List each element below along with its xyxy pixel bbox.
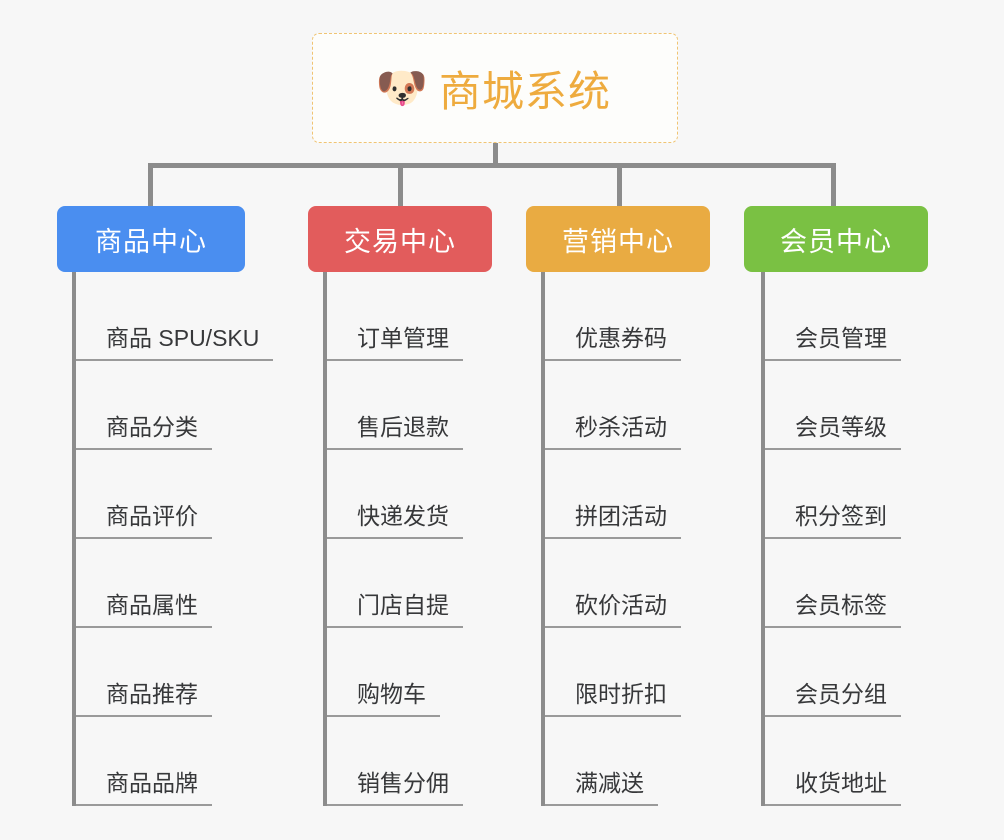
column-trunk-line (541, 272, 545, 806)
leaf-label: 会员等级 (795, 414, 887, 440)
column-product: 商品 SPU/SKU 商品分类 商品评价 商品属性 商品推荐 商品品牌 (72, 272, 274, 806)
list-item[interactable]: 收货地址 (761, 717, 901, 806)
leaf-label: 收货地址 (795, 770, 887, 796)
list-item[interactable]: 快递发货 (323, 450, 463, 539)
list-item[interactable]: 商品 SPU/SKU (72, 272, 274, 361)
category-header-member[interactable]: 会员中心 (744, 206, 928, 272)
category-header-label: 商品中心 (95, 226, 207, 257)
list-item[interactable]: 商品推荐 (72, 628, 273, 717)
category-header-label: 营销中心 (562, 226, 674, 257)
list-item[interactable]: 订单管理 (323, 272, 463, 361)
leaf-label: 商品属性 (106, 592, 198, 618)
leaf-label: 商品评价 (106, 503, 198, 529)
leaf-label: 购物车 (357, 681, 426, 707)
connector-bus-line (148, 163, 836, 168)
leaf-label: 快递发货 (357, 503, 449, 529)
leaf-label: 门店自提 (357, 592, 449, 618)
leaf-label: 售后退款 (357, 414, 449, 440)
column-trade: 订单管理 售后退款 快递发货 门店自提 购物车 销售分佣 (323, 272, 463, 806)
category-header-label: 交易中心 (344, 226, 456, 257)
category-drop-line-1 (148, 163, 153, 208)
category-drop-line-4 (831, 163, 836, 208)
category-drop-line-2 (398, 163, 403, 208)
list-item[interactable]: 商品分类 (72, 361, 273, 450)
leaf-label: 拼团活动 (575, 503, 667, 529)
list-item[interactable]: 秒杀活动 (541, 361, 681, 450)
list-item[interactable]: 优惠券码 (541, 272, 681, 361)
leaf-label: 积分签到 (795, 503, 887, 529)
leaf-label: 商品品牌 (106, 770, 198, 796)
root-drop-line (493, 143, 498, 167)
category-header-product[interactable]: 商品中心 (57, 206, 245, 272)
root-title: 商城系统 (438, 67, 611, 115)
list-item[interactable]: 积分签到 (761, 450, 901, 539)
list-item[interactable]: 会员分组 (761, 628, 901, 717)
column-trunk-line (323, 272, 327, 806)
leaf-label: 会员标签 (795, 592, 887, 618)
leaf-label: 订单管理 (357, 325, 449, 351)
leaf-label: 限时折扣 (575, 681, 667, 707)
leaf-label: 砍价活动 (575, 592, 667, 618)
category-drop-line-3 (617, 163, 622, 208)
category-header-marketing[interactable]: 营销中心 (526, 206, 710, 272)
list-item[interactable]: 销售分佣 (323, 717, 463, 806)
column-marketing: 优惠券码 秒杀活动 拼团活动 砍价活动 限时折扣 满减送 (541, 272, 681, 806)
leaf-label: 商品 SPU/SKU (106, 325, 260, 351)
leaf-label: 销售分佣 (357, 770, 449, 796)
list-item[interactable]: 满减送 (541, 717, 681, 806)
root-node[interactable]: 🐶 商城系统 (312, 33, 678, 143)
list-item[interactable]: 商品品牌 (72, 717, 273, 806)
list-item[interactable]: 砍价活动 (541, 539, 681, 628)
column-trunk-line (72, 272, 76, 806)
leaf-label: 优惠券码 (575, 325, 667, 351)
category-header-label: 会员中心 (780, 226, 892, 257)
list-item[interactable]: 会员标签 (761, 539, 901, 628)
leaf-label: 满减送 (575, 770, 644, 796)
leaf-label: 商品分类 (106, 414, 198, 440)
leaf-label: 商品推荐 (106, 681, 198, 707)
leaf-label: 会员分组 (795, 681, 887, 707)
list-item[interactable]: 商品属性 (72, 539, 273, 628)
list-item[interactable]: 限时折扣 (541, 628, 681, 717)
list-item[interactable]: 购物车 (323, 628, 463, 717)
column-member: 会员管理 会员等级 积分签到 会员标签 会员分组 收货地址 (761, 272, 901, 806)
leaf-label: 会员管理 (795, 325, 887, 351)
shiba-dog-face-icon: 🐶 (375, 64, 429, 111)
category-header-trade[interactable]: 交易中心 (308, 206, 492, 272)
list-item[interactable]: 门店自提 (323, 539, 463, 628)
list-item[interactable]: 售后退款 (323, 361, 463, 450)
list-item[interactable]: 商品评价 (72, 450, 273, 539)
list-item[interactable]: 会员管理 (761, 272, 901, 361)
leaf-label: 秒杀活动 (575, 414, 667, 440)
list-item[interactable]: 拼团活动 (541, 450, 681, 539)
list-item[interactable]: 会员等级 (761, 361, 901, 450)
column-trunk-line (761, 272, 765, 806)
